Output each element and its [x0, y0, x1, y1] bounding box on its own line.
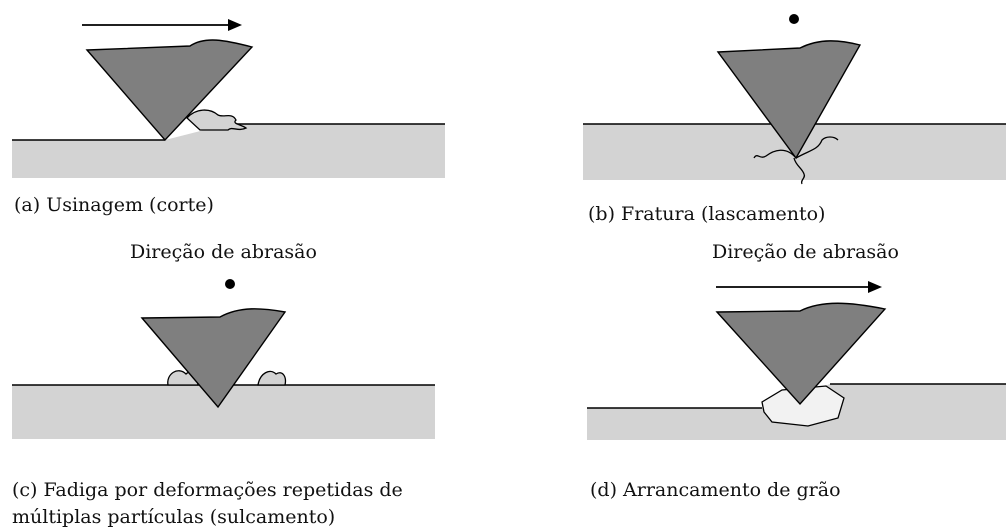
- substrate-a: [12, 124, 445, 178]
- panel-a: (a) Usinagem (corte): [12, 19, 445, 216]
- surface-line-d: [587, 383, 1006, 409]
- abrasive-particle-c: [140, 308, 287, 409]
- cracks-b: [753, 136, 839, 185]
- abrasive-particle-d: [715, 302, 887, 406]
- caption-b: (b) Fratura (lascamento): [588, 203, 825, 225]
- caption-d: (d) Arrancamento de grão: [590, 479, 841, 501]
- caption-a: (a) Usinagem (corte): [14, 194, 214, 216]
- panel-c: (c) Fadiga por deformações repetidas de …: [12, 279, 435, 528]
- direction-dot-b: [789, 14, 799, 24]
- panel-d: (d) Arrancamento de grão: [587, 281, 1006, 501]
- caption-c-line2: múltiplas partículas (sulcamento): [12, 506, 335, 528]
- chip-a: [186, 109, 248, 131]
- panel-b: (b) Fratura (lascamento): [583, 14, 1006, 225]
- direction-dot-c: [225, 279, 235, 289]
- right-ridge-c: [257, 370, 287, 386]
- direction-label-right: Direção de abrasão: [712, 241, 899, 263]
- abrasive-particle-a: [85, 39, 254, 142]
- direction-arrow-a: [82, 19, 242, 31]
- surface-line-a: [12, 123, 445, 141]
- caption-c-line1: (c) Fadiga por deformações repetidas de: [12, 479, 403, 501]
- abrasive-particle-b: [716, 40, 862, 160]
- direction-label-left: Direção de abrasão: [130, 241, 317, 263]
- direction-arrow-d: [716, 281, 882, 293]
